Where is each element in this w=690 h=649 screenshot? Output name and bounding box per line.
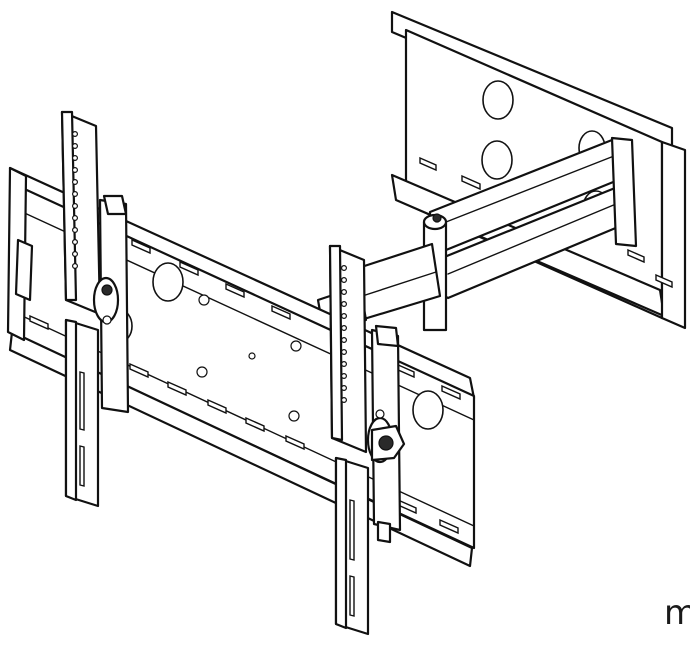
left-tv-arm — [60, 110, 130, 508]
plate-hole — [412, 390, 444, 430]
wall-plate-hole — [482, 80, 514, 120]
tilt-knob — [378, 435, 394, 451]
plate-hole — [152, 262, 184, 302]
arm-adjustment-holes — [71, 131, 78, 270]
pivot-bolt — [432, 213, 442, 223]
corner-watermark-text: m — [664, 593, 690, 633]
wall-plate-hole — [481, 140, 513, 180]
tilt-knob — [101, 284, 113, 296]
arm-adjustment-holes — [341, 265, 348, 404]
right-tv-arm — [328, 244, 406, 636]
